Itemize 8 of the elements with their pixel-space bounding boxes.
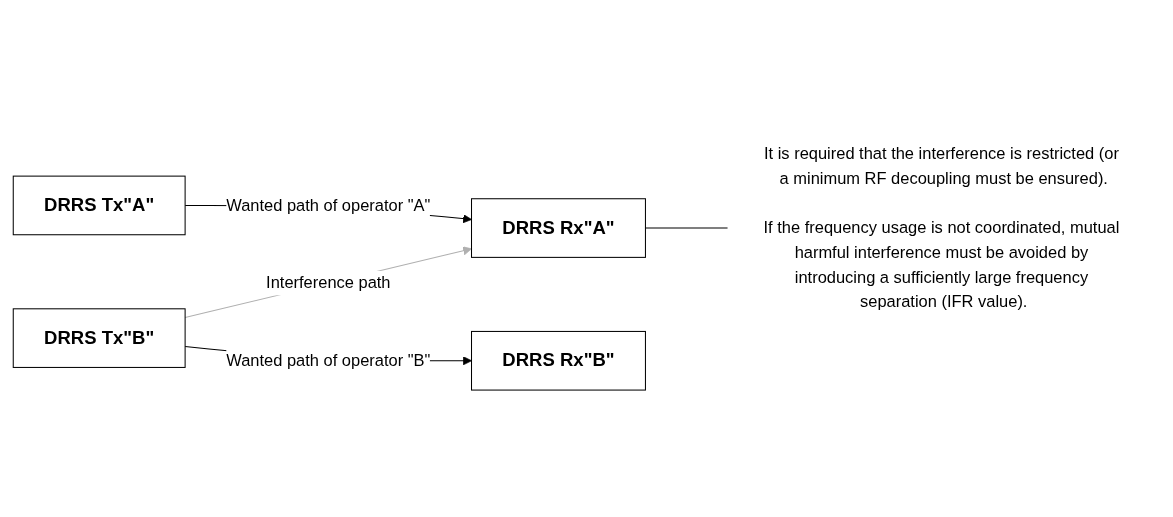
node-text: It is required that the interference is restricted (or a minimum RF decoupling must be ensured). If the frequency usage is not coordinated, mutual harmful interference must be avoided by introducing a sufficiently large frequency separation (IFR value). <box>763 145 1120 311</box>
node-box: DRRS Tx"B" <box>12 308 186 369</box>
edge-label: Wanted path of operator "A" <box>226 196 431 214</box>
node-box: DRRS Rx"A" <box>471 198 646 259</box>
node-box: DRRS Rx"B" <box>471 331 646 391</box>
edge-label: Interference path <box>266 274 391 292</box>
edge-label: Wanted path of operator "B" <box>226 351 431 370</box>
node-box: DRRS Tx"A" <box>12 175 186 236</box>
